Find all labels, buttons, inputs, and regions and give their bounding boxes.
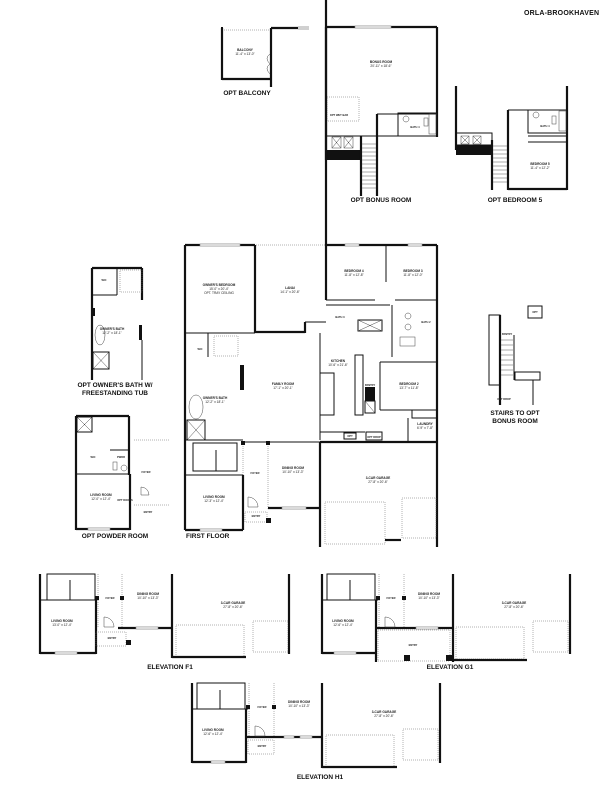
wc-label: W/C: [197, 348, 203, 351]
stairs-caption: STAIRS TO OPT BONUS ROOM: [490, 410, 540, 425]
family-room-label: FAMILY ROOM 17'-1" x 20'-1": [271, 382, 295, 390]
living-room-label: LIVING ROOM 12'-6" x 12'-4": [332, 619, 354, 627]
opt-drop-label: OPT DROP: [367, 436, 381, 439]
opt-doors-label: OPT DOORS: [117, 499, 133, 502]
opt-label: OPT: [532, 311, 538, 314]
garage-label: 3-CAR GARAGE 27'-8" x 20'-6": [501, 601, 527, 609]
entry-label: ENTRY: [408, 644, 418, 647]
foyer-label: FOYER: [257, 706, 267, 709]
owners-bath-label: OWNER'S BATH 12'-2" x 18'-1": [202, 396, 228, 404]
balcony-label: BALCONY 11'-4" x 13'-0": [235, 48, 255, 56]
foyer-label: FOYER: [386, 597, 396, 600]
bath-4-label: BATH 4: [410, 126, 420, 129]
plan-title: ORLA-BROOKHAVEN: [524, 10, 600, 17]
lanai-label: LANAI 14'-1" x 20'-6": [280, 286, 300, 294]
elevation-g1-caption: ELEVATION G1: [426, 664, 474, 671]
living-room-label: LIVING ROOM 12'-3" x 12'-4": [203, 495, 225, 503]
entry-label: ENTRY: [257, 745, 267, 748]
first-floor-caption: FIRST FLOOR: [186, 533, 230, 540]
entry-label: ENTRY: [251, 515, 261, 518]
laundry-label: LAUNDRY 6'-9" x 7'-8": [416, 422, 434, 430]
bedroom-2-label: BEDROOM 2 13'-7" x 11'-8": [399, 382, 419, 390]
opt-powder-room-caption: OPT POWDER ROOM: [81, 533, 149, 540]
bedroom-5-label: BEDROOM 5 11'-4" x 12'-2": [530, 162, 550, 170]
foyer-label: FOYER: [141, 471, 151, 474]
opt-bonus-room-caption: OPT BONUS ROOM: [350, 197, 412, 204]
dining-room-label: DINING ROOM 10'-10" x 13'-3": [137, 592, 159, 600]
dining-room-label: DINING ROOM 10'-10" x 13'-3": [282, 466, 304, 474]
garage-label: 3-CAR GARAGE 27'-8" x 20'-6": [365, 476, 391, 484]
kitchen-label: KITCHEN 10'-6" x 21'-6": [328, 359, 348, 367]
living-room-label: LIVING ROOM 12'-0" x 12'-4": [90, 493, 112, 501]
dining-room-label: DINING ROOM 10'-10" x 13'-3": [288, 700, 310, 708]
elevation-h1-caption: ELEVATION H1: [296, 774, 344, 781]
entry-label: ENTRY: [143, 511, 153, 514]
bath-4-label: BATH 4: [540, 125, 550, 128]
elevation-f1-caption: ELEVATION F1: [147, 664, 193, 671]
foyer-label: FOYER: [105, 597, 115, 600]
bedroom-3-label: BEDROOM 3 11'-8" x 12'-0": [403, 269, 423, 277]
owners-bedroom-label: OWNER'S BEDROOM 15'-0" x 20'-4" OPT. TRA…: [202, 283, 236, 295]
pantry-label: PANTRY: [364, 384, 376, 387]
living-room-label: LIVING ROOM 12'-6" x 12'-4": [202, 728, 224, 736]
opt-label: OPT: [347, 435, 353, 438]
opt-bedroom-5-caption: OPT BEDROOM 5: [487, 197, 543, 204]
entry-label: ENTRY: [107, 637, 117, 640]
bath-3-label: BATH 3: [335, 316, 345, 319]
bath-2-label: BATH 2: [421, 321, 431, 324]
wc-label: W/C: [101, 279, 107, 282]
living-room-label: LIVING ROOM 13'-0" x 12'-4": [51, 619, 73, 627]
pwdr-label: PWDR: [117, 456, 125, 459]
opt-owners-bath-caption: OPT OWNER'S BATH W/ FREESTANDING TUB: [77, 382, 153, 397]
bedroom-4-label: BEDROOM 4 11'-8" x 12'-8": [344, 269, 364, 277]
garage-label: 3-CAR GARAGE 27'-8" x 20'-6": [371, 710, 397, 718]
opt-balcony-caption: OPT BALCONY: [223, 90, 271, 97]
bonus-room-label: BONUS ROOM 20'-11" x 18'-6": [369, 60, 393, 68]
owners-bath-label: OWNER'S BATH 12'-2" x 18'-1": [99, 327, 125, 335]
foyer-label: FOYER: [250, 472, 260, 475]
opt-drop-label: OPT DROP: [497, 398, 511, 401]
dining-room-label: DINING ROOM 10'-10" x 13'-3": [418, 592, 440, 600]
pantry-label: PANTRY: [501, 333, 513, 336]
garage-label: 3-CAR GARAGE 27'-8" x 20'-6": [220, 601, 246, 609]
wc-label: W/C: [90, 456, 96, 459]
wet-bar-label: OPT WET BAR: [329, 114, 349, 117]
